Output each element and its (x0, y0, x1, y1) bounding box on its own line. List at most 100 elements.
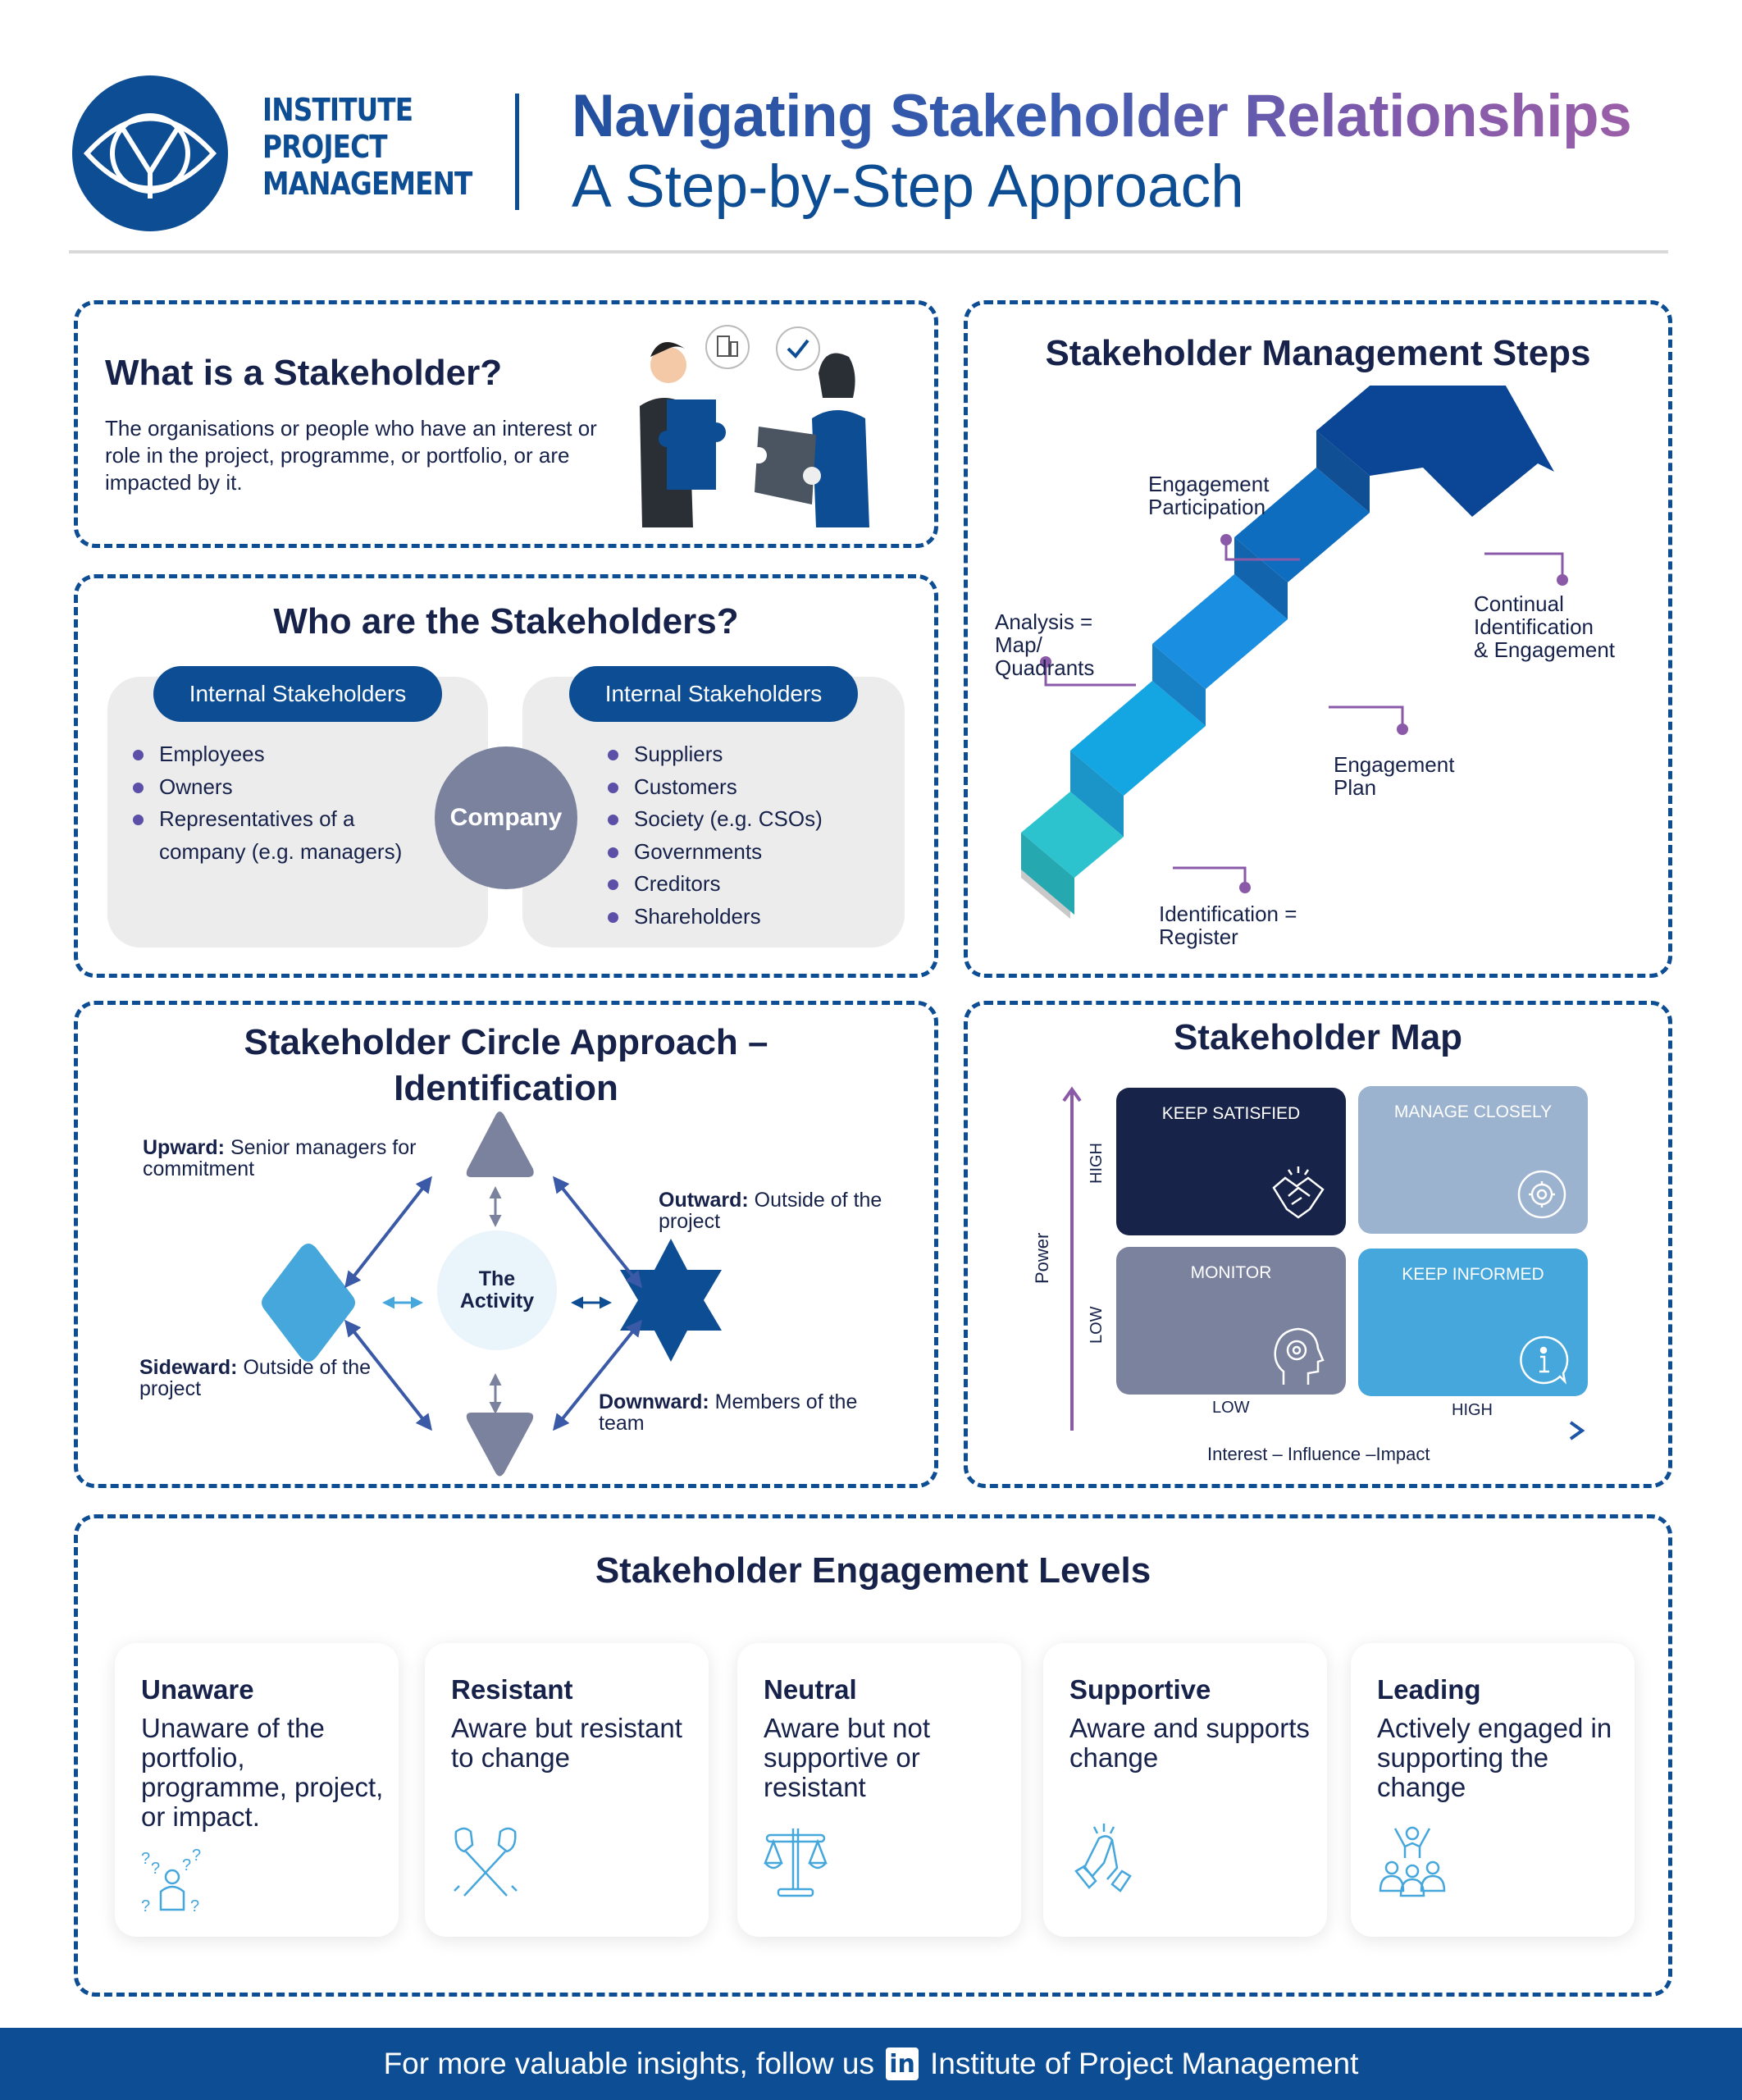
list-item: Customers (606, 771, 885, 804)
quadrant-monitor: MONITOR (1116, 1247, 1346, 1395)
logo (72, 75, 228, 231)
svg-text:?: ? (190, 1897, 199, 1915)
info-bubble-icon (1520, 1335, 1569, 1385)
company-circle: Company (435, 746, 577, 889)
confused-person-icon: ?????? (141, 1847, 201, 1915)
list-item: Governments (606, 836, 885, 869)
list-item: Owners (131, 771, 443, 804)
list-item: Suppliers (606, 738, 885, 771)
direction-text: Outside of the project (139, 1356, 372, 1400)
circle-approach-panel (74, 1001, 938, 1488)
header-divider (515, 94, 519, 210)
step-label-analysis: Analysis = Map/ Quadrants (995, 609, 1095, 680)
quadrant-label: KEEP SATISFIED (1161, 1104, 1301, 1123)
step-label-plan: Engagement Plan (1334, 752, 1455, 800)
map-axes (1062, 1086, 1585, 1440)
quadrant-keep-informed: KEEP INFORMED (1358, 1249, 1588, 1396)
footer-text: For more valuable insights, follow us (383, 2047, 875, 2080)
x-tick-high: HIGH (1452, 1401, 1493, 1419)
step-5-riser (1316, 431, 1370, 513)
step-1-top (1021, 792, 1124, 878)
internal-group-box (107, 677, 488, 947)
what-is-description: The organisations or people who have an … (105, 416, 597, 495)
quadrant-label: MONITOR (1190, 1263, 1272, 1282)
level-card-neutral: Neutral Aware but not supportive or resi… (737, 1643, 1021, 1937)
internal-list: Employees Owners Representatives of a co… (131, 738, 443, 868)
svg-text:?: ? (141, 1897, 150, 1915)
level-title: Leading (1377, 1674, 1481, 1705)
external-list: Suppliers Customers Society (e.g. CSOs) … (606, 738, 885, 933)
logo-wordmark: INSTITUTE PROJECT MANAGEMENT (262, 92, 472, 203)
step-label-participation: Engagement Participation (1148, 472, 1270, 519)
upward-triangle-icon (466, 1112, 534, 1177)
who-panel (74, 574, 938, 978)
logo-line: PROJECT (262, 129, 388, 165)
clasped-hands-icon (1074, 1824, 1132, 1892)
downward-label: Downward: Members of the team (599, 1391, 861, 1434)
building-bubble-icon (705, 325, 750, 369)
quadrant-keep-satisfied: KEEP SATISFIED (1116, 1088, 1346, 1235)
page-subtitle: A Step-by-Step Approach (572, 153, 1244, 220)
steps-panel (964, 300, 1672, 978)
direction-key: Upward: (143, 1136, 225, 1159)
engagement-panel (74, 1514, 1672, 1997)
downward-triangle-icon (466, 1413, 534, 1477)
level-card-leading: Leading Actively engaged in supporting t… (1351, 1643, 1635, 1937)
gear-cycle-icon (1517, 1170, 1566, 1219)
external-group-box (522, 677, 905, 947)
upward-label: Upward: Senior managers for commitment (143, 1137, 454, 1180)
activity-label: The Activity (459, 1267, 535, 1312)
direction-key: Sideward: (139, 1356, 238, 1379)
who-title: Who are the Stakeholders? (273, 601, 739, 641)
level-description: Unaware of the portfolio, programme, pro… (141, 1713, 384, 1832)
svg-text:?: ? (141, 1850, 150, 1868)
quadrant-label: MANAGE CLOSELY (1393, 1102, 1553, 1121)
step-2-riser (1070, 751, 1124, 837)
step-label-continual: Continual Identification & Engagement (1474, 591, 1616, 662)
group-pill-left: Internal Stakeholders (153, 666, 442, 722)
step-4-riser (1234, 537, 1288, 619)
circle-title-line: Stakeholder Circle Approach – (244, 1022, 768, 1062)
quadrant-label: KEEP INFORMED (1402, 1265, 1544, 1284)
balance-scale-icon (764, 1828, 828, 1897)
direction-text: Members of the team (599, 1390, 858, 1435)
step-3-top (1152, 574, 1288, 689)
list-item: Society (e.g. CSOs) (606, 803, 885, 836)
outward-label: Outward: Outside of the project (659, 1189, 896, 1232)
step-3-riser (1152, 644, 1206, 726)
level-title: Supportive (1069, 1674, 1211, 1705)
engagement-title: Stakeholder Engagement Levels (595, 1550, 1151, 1591)
activity-circle: The Activity (437, 1230, 557, 1350)
logo-line: MANAGEMENT (262, 166, 472, 202)
footer-link[interactable]: Institute of Project Management (930, 2047, 1359, 2080)
circle-diagram (262, 1112, 722, 1477)
eye-logo-icon (83, 113, 217, 199)
x-axis-label: Interest – Influence –Impact (1207, 1444, 1430, 1464)
crossed-fists-icon (454, 1827, 518, 1897)
level-card-supportive: Supportive Aware and supports change (1043, 1643, 1327, 1937)
step-4-top (1234, 468, 1370, 582)
linkedin-icon[interactable]: in (886, 2048, 919, 2080)
y-tick-high: HIGH (1088, 1143, 1106, 1184)
group-pill-right: Internal Stakeholders (569, 666, 858, 722)
level-description: Aware and supports change (1069, 1713, 1310, 1773)
sideward-diamond-icon (262, 1244, 355, 1362)
arrow-head (1316, 386, 1554, 517)
level-description: Aware but resistant to change (451, 1713, 682, 1773)
y-axis-label: Power (1032, 1232, 1052, 1284)
header-rule (69, 250, 1668, 253)
direction-text: Senior managers for commitment (143, 1136, 417, 1180)
step-2-top (1070, 681, 1206, 796)
list-item: Representatives of a company (e.g. manag… (131, 803, 443, 868)
list-item: Creditors (606, 868, 885, 901)
leader-group-icon (1379, 1826, 1446, 1897)
outward-star-icon (620, 1239, 722, 1362)
sideward-label: Sideward: Outside of the project (139, 1357, 377, 1399)
stakeholder-map-panel (964, 1001, 1672, 1488)
level-description: Actively engaged in supporting the chang… (1377, 1713, 1612, 1802)
circle-approach-title: Stakeholder Circle Approach – Identifica… (74, 1020, 938, 1112)
steps-title: Stakeholder Management Steps (1045, 333, 1591, 373)
checkmark-bubble-icon (776, 326, 820, 371)
handshake-icon (1272, 1166, 1325, 1219)
map-title: Stakeholder Map (1173, 1017, 1463, 1057)
